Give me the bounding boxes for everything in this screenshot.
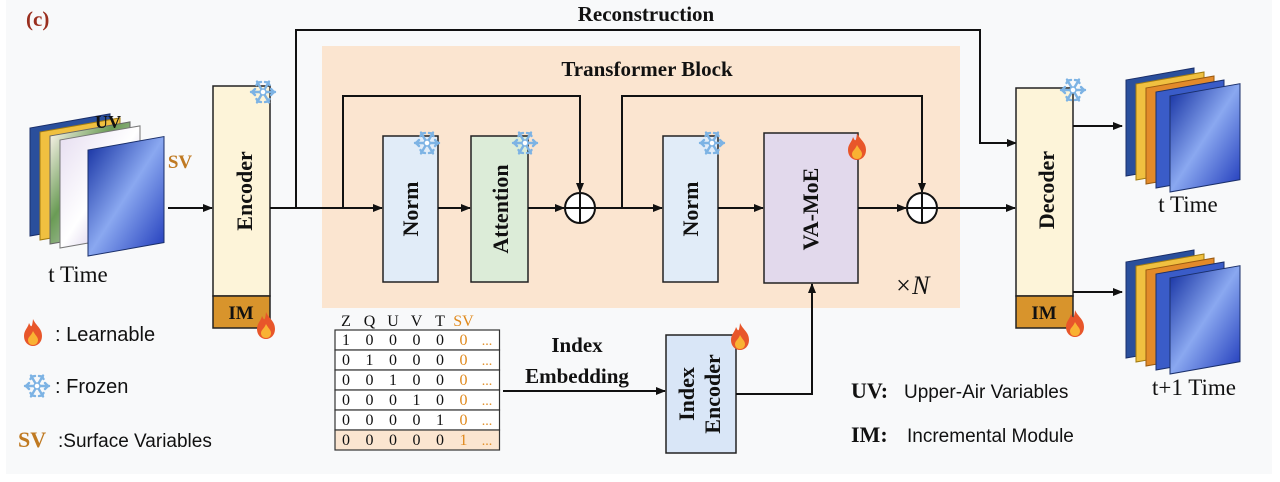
table-cell: ... xyxy=(482,354,493,369)
legend-sv-desc: :Surface Variables xyxy=(58,431,212,452)
table-cell: 0 xyxy=(389,432,397,449)
table-cell: 0 xyxy=(366,392,374,409)
residual-add-2-node xyxy=(906,192,938,224)
table-cell: 0 xyxy=(436,372,444,389)
index-embedding-label-line1: Index xyxy=(551,333,603,357)
table-cell: 0 xyxy=(342,432,350,449)
legend-uv-desc: Upper-Air Variables xyxy=(904,382,1068,403)
table-cell: 0 xyxy=(389,332,397,349)
output-t1-time-label: t+1 Time xyxy=(1152,375,1236,400)
table-cell: 0 xyxy=(389,352,397,369)
table-cell: ... xyxy=(482,394,493,409)
output-t-time-label: t Time xyxy=(1158,192,1217,217)
table-cell: 1 xyxy=(389,372,397,389)
table-cell: 0 xyxy=(389,412,397,429)
table-cell: 0 xyxy=(413,332,421,349)
index-encoder-to-vamoe-arrow xyxy=(736,283,816,395)
repeat-n-label: ×N xyxy=(895,271,932,300)
vamoe-label: VA-MoE xyxy=(798,168,823,251)
reconstruction-arrow xyxy=(295,29,1017,208)
table-header-3: V xyxy=(411,313,423,330)
table-cell: 0 xyxy=(342,412,350,429)
table-cell: 1 xyxy=(366,352,374,369)
table-cell: 0 xyxy=(389,392,397,409)
table-cell: 0 xyxy=(436,392,444,409)
norm-1-block xyxy=(382,135,439,283)
table-header-1: Q xyxy=(364,313,376,330)
table-cell: 0 xyxy=(460,332,468,349)
norm-2-label: Norm xyxy=(678,182,703,237)
table-header-0: Z xyxy=(341,313,351,330)
decoder-im-block xyxy=(1015,295,1074,329)
legend-frozen-label: : Frozen xyxy=(55,376,128,398)
index-encoder-label-line2: Encoder xyxy=(700,354,725,434)
input-time-label: t Time xyxy=(48,262,107,287)
legend-uv-abbr: UV: xyxy=(851,378,888,403)
residual-add-1-node xyxy=(564,192,596,224)
table-cell: 0 xyxy=(413,432,421,449)
table-header-4: T xyxy=(435,313,445,330)
input-sv-label: SV xyxy=(168,152,193,173)
table-cell: ... xyxy=(482,434,493,449)
legend-learnable-label: : Learnable xyxy=(55,324,155,346)
norm-2-block xyxy=(662,135,719,283)
reconstruction-label: Reconstruction xyxy=(578,2,715,26)
residual-skip-1-arrow xyxy=(342,95,584,208)
table-cell: 0 xyxy=(436,332,444,349)
table-cell: ... xyxy=(482,374,493,389)
index-encoder-label-line1: Index xyxy=(674,367,699,421)
table-cell: 1 xyxy=(342,332,350,349)
attention-block xyxy=(470,135,529,283)
table-row xyxy=(334,429,501,451)
decoder-block xyxy=(1015,87,1074,297)
table-cell: 1 xyxy=(436,412,444,429)
legend-sv-abbr: SV xyxy=(18,427,46,452)
table-cell: 0 xyxy=(342,392,350,409)
index-encoder-block xyxy=(665,334,737,454)
table-cell: 0 xyxy=(460,352,468,369)
encoder-block xyxy=(212,85,271,297)
table-cell: 1 xyxy=(460,432,468,449)
table-cell: 0 xyxy=(366,372,374,389)
panel-label: (c) xyxy=(26,7,49,31)
table-cell: 0 xyxy=(366,412,374,429)
table-cell: 0 xyxy=(413,412,421,429)
output-t1-stack xyxy=(1125,249,1241,375)
norm-1-label: Norm xyxy=(398,182,423,237)
encoder-im-label: IM xyxy=(228,303,253,324)
table-cell: 0 xyxy=(413,352,421,369)
table-cell: 0 xyxy=(460,372,468,389)
legend-im-abbr: IM: xyxy=(851,422,888,447)
output-t-stack xyxy=(1125,67,1241,193)
index-embedding-label-line2: Embedding xyxy=(525,364,629,388)
table-cell: ... xyxy=(482,414,493,429)
table-cell: 0 xyxy=(342,352,350,369)
table-cell: ... xyxy=(482,334,493,349)
table-cell: 0 xyxy=(366,432,374,449)
input-variable-stack xyxy=(29,113,165,257)
table-cell: 0 xyxy=(413,372,421,389)
table-header-2: U xyxy=(387,313,399,330)
encoder-label: Encoder xyxy=(232,151,257,231)
table-cell: 0 xyxy=(436,352,444,369)
decoder-im-label: IM xyxy=(1031,303,1056,324)
table-cell: 0 xyxy=(460,412,468,429)
table-cell: 0 xyxy=(436,432,444,449)
table-cell: 0 xyxy=(342,372,350,389)
table-cell: 0 xyxy=(366,332,374,349)
residual-skip-2-arrow xyxy=(621,95,926,208)
transformer-block-title: Transformer Block xyxy=(561,57,733,81)
input-uv-label: UV xyxy=(95,112,121,132)
decoder-label: Decoder xyxy=(1034,151,1059,229)
table-header-5: SV xyxy=(453,313,474,330)
table-cell: 1 xyxy=(413,392,421,409)
table-cell: 0 xyxy=(460,392,468,409)
attention-label: Attention xyxy=(488,164,513,253)
legend-im-desc: Incremental Module xyxy=(907,426,1074,447)
